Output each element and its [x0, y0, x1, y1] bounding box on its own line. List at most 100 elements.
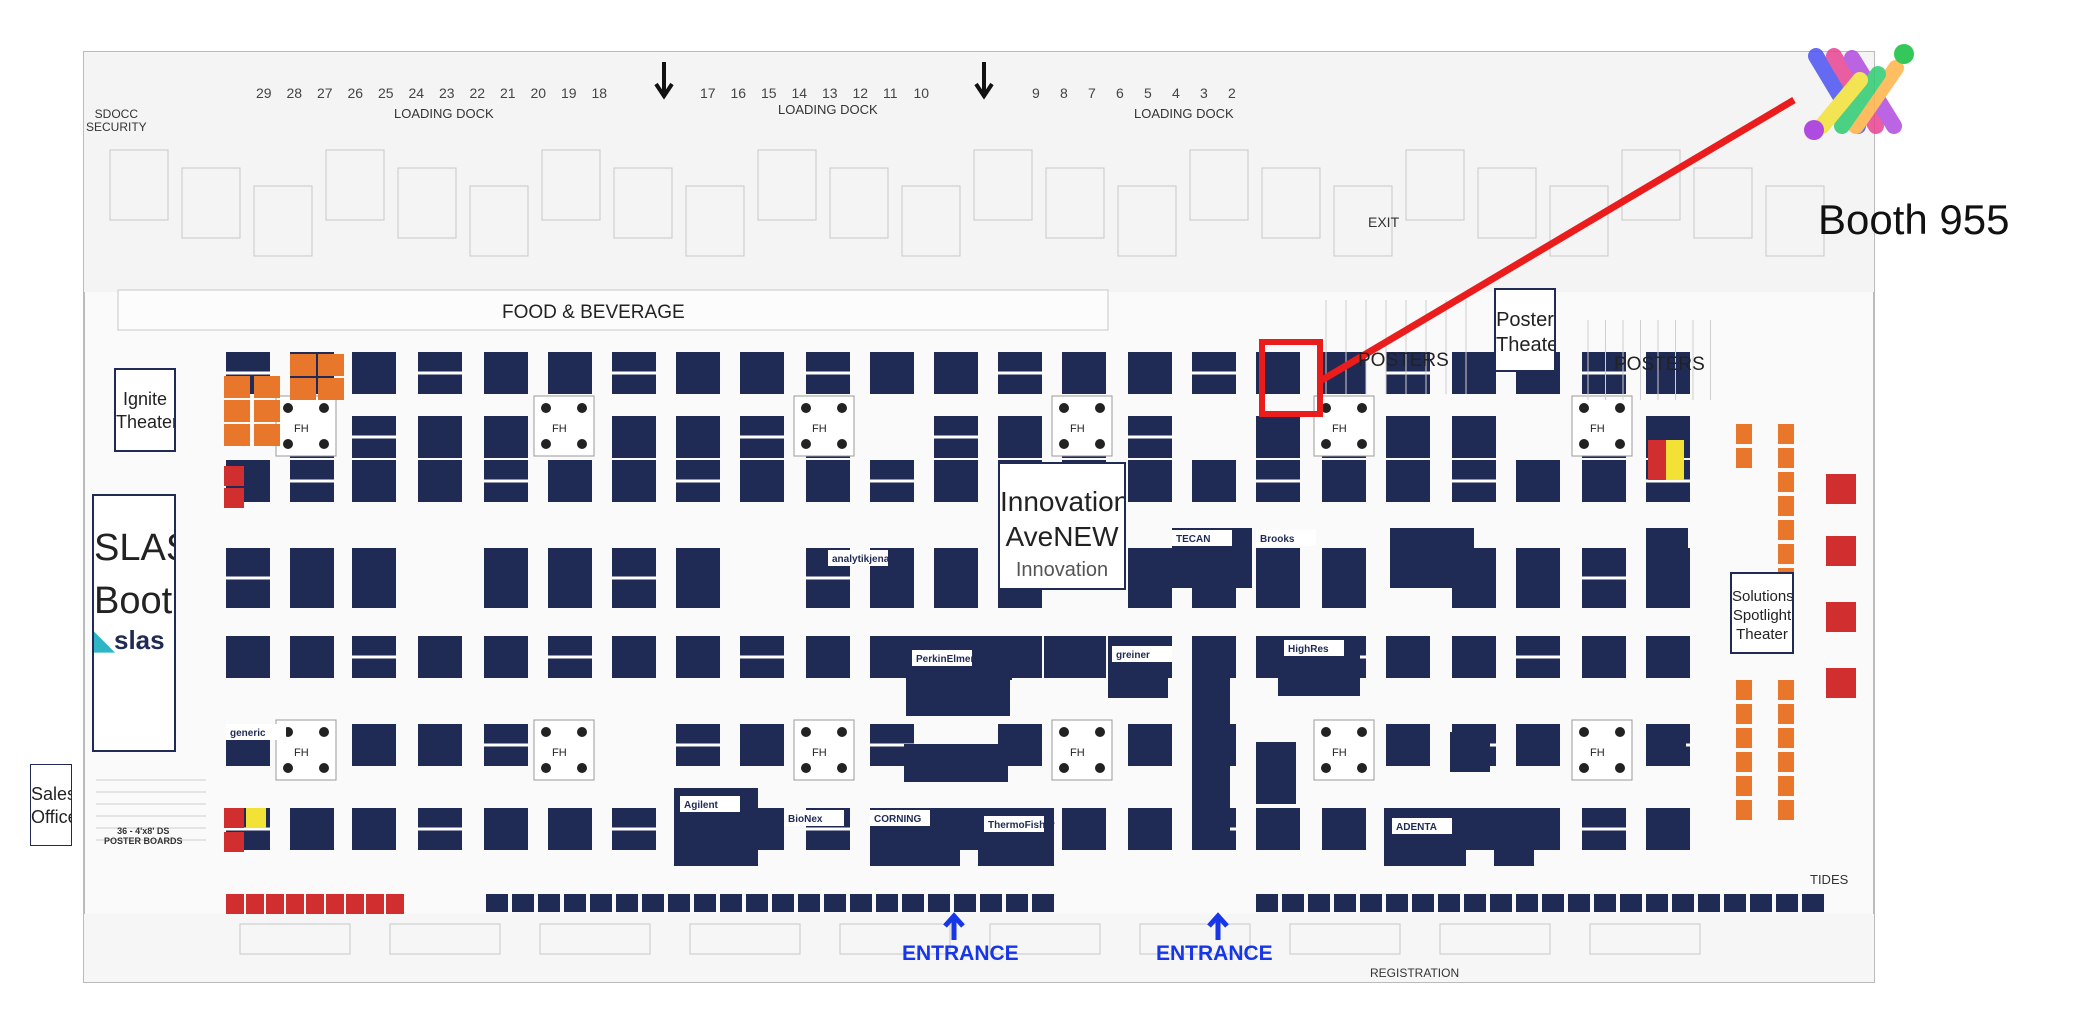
exhibitor-booth[interactable] — [676, 416, 720, 458]
exhibitor-booth-small[interactable] — [876, 894, 898, 912]
exhibitor-booth[interactable] — [548, 352, 592, 394]
exhibitor-booth[interactable] — [1256, 416, 1300, 458]
exhibitor-logo-chip[interactable] — [1172, 530, 1232, 546]
red-booth[interactable] — [1648, 440, 1666, 480]
innovation-avenew[interactable]: Innovation AveNEW Innovation — [998, 462, 1126, 590]
entrance-label-2[interactable]: ENTRANCE — [1156, 942, 1273, 965]
yellow-booth[interactable] — [1666, 440, 1684, 480]
exhibitor-booth[interactable] — [1452, 636, 1496, 678]
exhibitor-booth[interactable] — [1646, 636, 1690, 678]
exhibitor-booth[interactable] — [1322, 460, 1366, 502]
exhibitor-booth[interactable] — [676, 548, 720, 608]
exhibitor-booth-small[interactable] — [1802, 894, 1824, 912]
exhibitor-booth[interactable] — [1386, 460, 1430, 502]
exhibitor-booth[interactable] — [418, 724, 462, 766]
exhibitor-booth-small[interactable] — [1308, 894, 1330, 912]
exhibitor-booth[interactable] — [290, 548, 334, 608]
exhibitor-booth-large[interactable] — [1044, 636, 1074, 678]
orange-booth[interactable] — [224, 400, 250, 422]
exhibitor-booth-small[interactable] — [1438, 894, 1460, 912]
red-booth[interactable] — [226, 894, 244, 914]
orange-booth[interactable] — [254, 400, 280, 422]
exhibitor-booth-small[interactable] — [1750, 894, 1772, 912]
exhibitor-booth[interactable] — [1128, 460, 1172, 502]
exhibitor-booth[interactable] — [676, 636, 720, 678]
exhibitor-booth[interactable] — [1128, 548, 1172, 608]
exhibitor-booth[interactable] — [290, 636, 334, 678]
exhibitor-booth[interactable] — [1516, 724, 1560, 766]
exhibitor-booth[interactable] — [1128, 724, 1172, 766]
orange-booth[interactable] — [1736, 448, 1752, 468]
orange-booth[interactable] — [254, 376, 280, 398]
exhibitor-booth[interactable] — [484, 636, 528, 678]
exhibitor-booth[interactable] — [484, 416, 528, 458]
exhibitor-booth[interactable] — [548, 808, 592, 850]
exhibitor-booth[interactable] — [1582, 460, 1626, 502]
orange-booth[interactable] — [1778, 680, 1794, 700]
entrance-label-1[interactable]: ENTRANCE — [902, 942, 1019, 965]
exhibitor-booth[interactable] — [806, 636, 850, 678]
exhibitor-booth[interactable] — [1386, 724, 1430, 766]
exhibitor-booth[interactable] — [352, 352, 396, 394]
solutions-spotlight-theater[interactable]: Solutions Spotlight Theater — [1730, 572, 1794, 654]
booth-955-highlight[interactable] — [1259, 339, 1323, 417]
exhibitor-booth-small[interactable] — [1594, 894, 1616, 912]
exhibitor-booth[interactable] — [806, 460, 850, 502]
exhibitor-logo-chip[interactable] — [1112, 646, 1172, 662]
exhibitor-booth-small[interactable] — [1776, 894, 1798, 912]
exhibitor-booth[interactable] — [1452, 416, 1496, 458]
exhibitor-booth[interactable] — [1128, 808, 1172, 850]
exhibitor-logo-chip[interactable] — [984, 816, 1044, 832]
orange-booth[interactable] — [254, 424, 280, 446]
red-booth[interactable] — [224, 832, 244, 852]
orange-booth[interactable] — [1778, 448, 1794, 468]
orange-booth[interactable] — [1736, 728, 1752, 748]
exhibitor-booth-small[interactable] — [694, 894, 716, 912]
exhibitor-booth-small[interactable] — [538, 894, 560, 912]
exhibitor-booth-large[interactable] — [1494, 808, 1534, 866]
exhibitor-booth[interactable] — [998, 416, 1042, 458]
exhibitor-booth[interactable] — [418, 460, 462, 502]
exhibitor-booth[interactable] — [740, 724, 784, 766]
exhibitor-booth-small[interactable] — [1542, 894, 1564, 912]
exhibitor-booth-large[interactable] — [978, 636, 1012, 680]
exhibitor-booth[interactable] — [612, 636, 656, 678]
red-booth[interactable] — [266, 894, 284, 914]
exhibitor-logo-chip[interactable] — [680, 796, 740, 812]
orange-booth[interactable] — [1736, 680, 1752, 700]
exhibitor-booth-large[interactable] — [1108, 636, 1168, 698]
exhibitor-booth[interactable] — [548, 460, 592, 502]
exhibitor-booth-small[interactable] — [564, 894, 586, 912]
exhibitor-logo-chip[interactable] — [784, 810, 844, 826]
exhibitor-booth[interactable] — [1256, 808, 1300, 850]
orange-booth[interactable] — [318, 354, 344, 376]
orange-booth[interactable] — [1736, 752, 1752, 772]
orange-booth[interactable] — [1778, 752, 1794, 772]
exhibitor-logo-chip[interactable] — [226, 724, 286, 740]
exhibitor-booth-small[interactable] — [1412, 894, 1434, 912]
exhibitor-booth-small[interactable] — [720, 894, 742, 912]
exhibitor-booth-small[interactable] — [1256, 894, 1278, 912]
exhibitor-booth[interactable] — [870, 352, 914, 394]
exhibitor-booth-large[interactable] — [1384, 808, 1466, 866]
orange-booth[interactable] — [1778, 728, 1794, 748]
sales-office[interactable]: Sales Office — [30, 764, 72, 846]
exhibitor-booth[interactable] — [1192, 460, 1236, 502]
red-booth[interactable] — [366, 894, 384, 914]
exhibitor-booth[interactable] — [934, 352, 978, 394]
exhibitor-booth-small[interactable] — [850, 894, 872, 912]
exhibitor-booth-small[interactable] — [1646, 894, 1668, 912]
exhibitor-logo-chip[interactable] — [1392, 818, 1452, 834]
exhibitor-booth[interactable] — [1646, 808, 1690, 850]
exhibitor-booth-small[interactable] — [1672, 894, 1694, 912]
exhibitor-booth-small[interactable] — [1334, 894, 1356, 912]
exhibitor-booth-small[interactable] — [928, 894, 950, 912]
exhibitor-booth-small[interactable] — [1620, 894, 1642, 912]
exhibitor-booth-small[interactable] — [1698, 894, 1720, 912]
orange-booth[interactable] — [224, 424, 250, 446]
exhibitor-booth-small[interactable] — [1282, 894, 1304, 912]
exhibitor-booth-small[interactable] — [1568, 894, 1590, 912]
exhibitor-booth-small[interactable] — [824, 894, 846, 912]
exhibitor-booth[interactable] — [1452, 352, 1496, 394]
exhibitor-booth[interactable] — [352, 460, 396, 502]
